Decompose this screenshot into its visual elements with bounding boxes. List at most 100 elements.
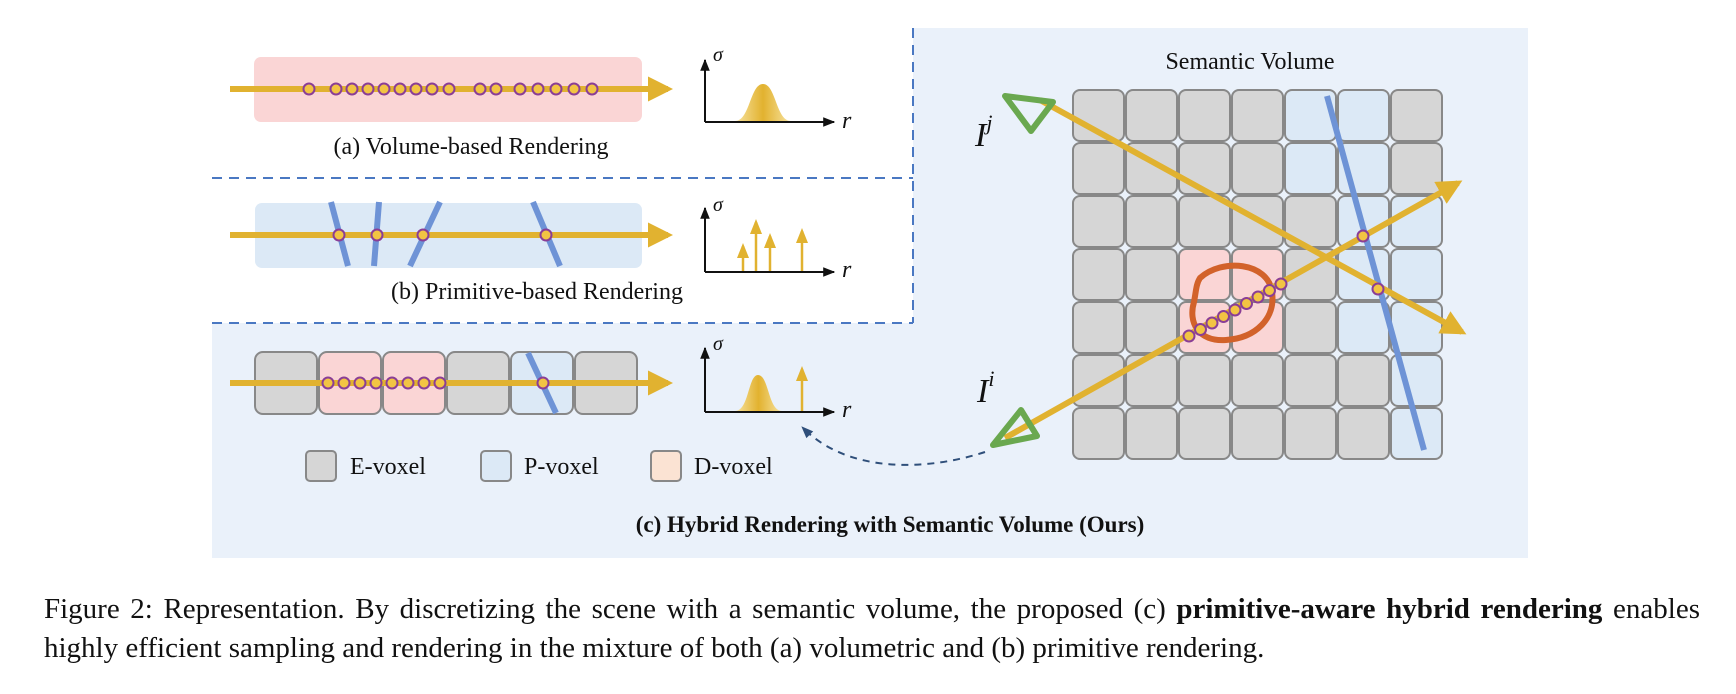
caption-lead: Figure 2: Representation. By discretizin… xyxy=(44,593,1177,625)
ray-from-camera-j xyxy=(1038,97,1467,335)
voxel-e-6-2 xyxy=(1178,407,1231,460)
sample-a-4 xyxy=(361,82,375,96)
voxel-e-3-1 xyxy=(1125,248,1178,301)
sample-a-15 xyxy=(567,82,581,96)
samples-c xyxy=(321,376,447,390)
sample-a-7 xyxy=(409,82,423,96)
voxel-e-6-0 xyxy=(1072,407,1125,460)
voxel-e-0-1 xyxy=(1125,89,1178,142)
sample-a-12 xyxy=(513,82,527,96)
sample-c-primitive xyxy=(536,376,550,390)
sample-a-14 xyxy=(549,82,563,96)
sample-c-8 xyxy=(433,376,447,390)
camera-i-label: Ii xyxy=(976,366,994,410)
axis-y-label-a: σ xyxy=(713,44,724,66)
volume-primitive xyxy=(1324,95,1427,451)
camera-i-icon xyxy=(990,407,1040,448)
axis-y-label-b: σ xyxy=(713,194,724,216)
sample-c-3 xyxy=(353,376,367,390)
figure-svg: (a) Volume-based Rendering σ r (b) Primi… xyxy=(212,28,1528,558)
voxel-e-1-3 xyxy=(1231,142,1284,195)
sample-vol-3 xyxy=(1205,316,1219,330)
voxel-e-6-4 xyxy=(1284,407,1337,460)
sigma-plot-a: σ r xyxy=(700,44,852,134)
axis-y-label-c: σ xyxy=(713,333,724,355)
sample-a-2 xyxy=(329,82,343,96)
camera-j-icon xyxy=(1002,93,1056,134)
sample-vol-7 xyxy=(1251,290,1265,304)
caption-bold: primitive-aware hybrid rendering xyxy=(1176,593,1603,625)
legend-swatch-d xyxy=(650,450,682,482)
voxel-e-5-5 xyxy=(1337,354,1390,407)
semantic-volume: Semantic Volume Ij Ii xyxy=(974,49,1467,460)
sample-c-5 xyxy=(385,376,399,390)
sample-a-1 xyxy=(302,82,316,96)
voxel-e-5-4 xyxy=(1284,354,1337,407)
sample-c-7 xyxy=(417,376,431,390)
panel-b: (b) Primitive-based Rendering σ r xyxy=(230,194,852,305)
axis-x-label-c: r xyxy=(842,397,852,423)
sample-a-11 xyxy=(489,82,503,96)
sample-a-6 xyxy=(393,82,407,96)
samples-b xyxy=(332,228,553,242)
voxel-p-0-5 xyxy=(1337,89,1390,142)
voxel-p-4-5 xyxy=(1337,301,1390,354)
sample-c-1 xyxy=(321,376,335,390)
samples-volume xyxy=(1182,277,1288,343)
sample-vol-2 xyxy=(1194,323,1207,336)
panel-a: (a) Volume-based Rendering σ r xyxy=(230,44,852,160)
camera-j-label: Ij xyxy=(974,110,992,154)
voxel-e-3-0 xyxy=(1072,248,1125,301)
caption-rest: enables highly efficient sampling and re… xyxy=(44,593,1700,664)
sample-vol-5 xyxy=(1228,303,1242,317)
sample-a-8 xyxy=(425,82,439,96)
sample-vol-4 xyxy=(1217,310,1230,323)
sample-vol-1 xyxy=(1182,329,1196,343)
legend-label-d: D-voxel xyxy=(694,454,773,480)
sample-vol-9 xyxy=(1274,277,1288,291)
sample-a-10 xyxy=(473,82,487,96)
voxel-e-0-3 xyxy=(1231,89,1284,142)
panel-c-label: (c) Hybrid Rendering with Semantic Volum… xyxy=(636,512,1145,537)
sample-c-6 xyxy=(401,376,415,390)
voxel-e-2-1 xyxy=(1125,195,1178,248)
voxel-e-6-1 xyxy=(1125,407,1178,460)
sample-a-3 xyxy=(345,82,359,96)
sample-a-13 xyxy=(531,82,545,96)
density-bell-a xyxy=(735,84,791,121)
dashed-link-arrow xyxy=(801,426,986,466)
voxel-e-1-6 xyxy=(1390,142,1443,195)
legend-label-p: P-voxel xyxy=(524,454,599,480)
axis-x-label-a: r xyxy=(842,108,852,134)
panel-b-label: (b) Primitive-based Rendering xyxy=(391,279,683,305)
voxel-e-4-4 xyxy=(1284,301,1337,354)
voxel-e-1-0 xyxy=(1072,142,1125,195)
voxel-e-2-2 xyxy=(1178,195,1231,248)
samples-a xyxy=(302,82,599,96)
sample-a-9 xyxy=(442,82,456,96)
voxel-e-2-0 xyxy=(1072,195,1125,248)
sample-vol-primitive-i xyxy=(1356,229,1370,243)
voxel-e-5-2 xyxy=(1178,354,1231,407)
panel-c: σ r E-voxel P-voxel D-voxel (c) Hybrid R… xyxy=(230,333,1144,537)
sample-c-4 xyxy=(369,376,383,390)
legend: E-voxel P-voxel D-voxel xyxy=(305,450,773,482)
panel-a-label: (a) Volume-based Rendering xyxy=(333,134,608,160)
sample-vol-primitive-j xyxy=(1371,282,1385,296)
voxel-e-6-5 xyxy=(1337,407,1390,460)
sample-c-2 xyxy=(337,376,351,390)
voxel-e-0-6 xyxy=(1390,89,1443,142)
legend-swatch-e xyxy=(305,450,337,482)
voxel-p-3-6 xyxy=(1390,248,1443,301)
sigma-plot-c: σ r xyxy=(700,333,852,423)
voxel-p-0-4 xyxy=(1284,89,1337,142)
voxel-p-1-4 xyxy=(1284,142,1337,195)
figure-caption: Figure 2: Representation. By discretizin… xyxy=(44,590,1700,668)
legend-swatch-p xyxy=(480,450,512,482)
sample-vol-6 xyxy=(1240,297,1253,310)
object-outline xyxy=(1189,262,1276,344)
sample-a-5 xyxy=(377,82,391,96)
voxel-e-5-3 xyxy=(1231,354,1284,407)
sample-a-16 xyxy=(585,82,599,96)
